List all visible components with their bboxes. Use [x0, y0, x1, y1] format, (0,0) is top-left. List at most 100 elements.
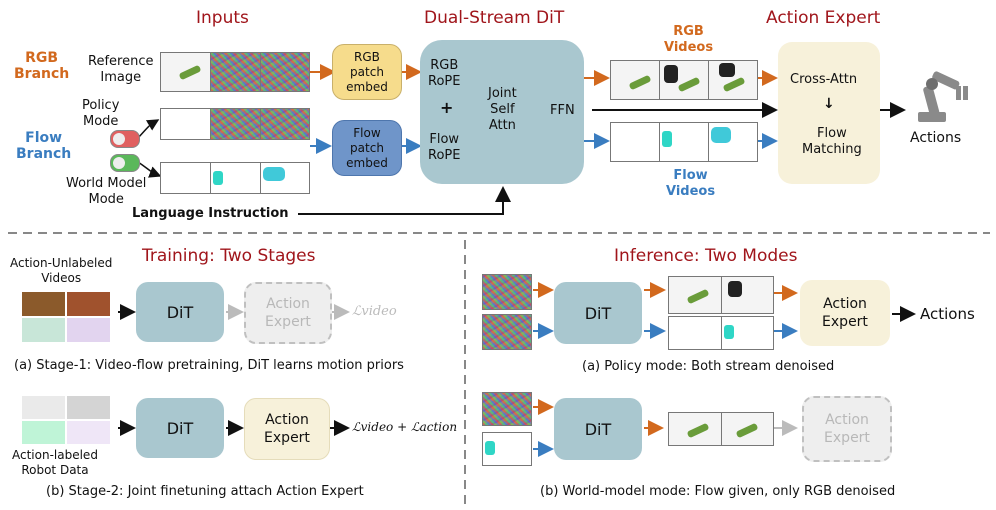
video-thumb — [22, 396, 65, 419]
flow-videos-label: Flow Videos — [666, 168, 716, 199]
flow-video-frame — [722, 317, 773, 349]
training-dit-stage2: DiT — [136, 398, 224, 458]
arrow-language-to-dit — [298, 186, 511, 215]
noise-frame — [211, 53, 261, 91]
world-rgb-noise — [482, 392, 532, 426]
rgb-videos-label: RGB Videos — [664, 24, 714, 55]
flow-blob — [661, 131, 672, 147]
loss-video-action-stage2: ℒvideo + ℒaction — [352, 420, 458, 434]
policy-flow-output-frames — [668, 316, 774, 350]
title-action-expert: Action Expert — [766, 8, 881, 28]
world-rgb-output-frames — [668, 412, 774, 446]
world-model-mode-label: World Model Mode — [66, 176, 147, 207]
toggle-knob — [113, 157, 125, 169]
title-inference: Inference: Two Modes — [614, 246, 798, 266]
down-arrow: ↓ — [823, 96, 835, 112]
loss-video-stage1: ℒvideo — [352, 304, 397, 319]
flow-blob — [213, 171, 223, 185]
object-shape — [686, 288, 710, 305]
world-model-mode-toggle[interactable] — [110, 154, 140, 172]
rgb-video-frame — [669, 413, 722, 445]
arrow-world-toggle — [137, 161, 162, 178]
policy-mode-toggle[interactable] — [110, 130, 140, 148]
plus-sign: + — [440, 98, 454, 117]
video-thumb — [22, 292, 65, 316]
inference-flow-noise — [482, 314, 532, 350]
flow-video-frame — [709, 123, 757, 161]
flow-thumb — [22, 318, 65, 342]
gripper-shape — [719, 63, 736, 77]
inference-dit-policy: DiT — [554, 282, 642, 344]
inference-action-expert-policy: Action Expert — [800, 280, 890, 346]
title-inputs: Inputs — [196, 8, 249, 28]
stage2-caption: (b) Stage-2: Joint finetuning attach Act… — [46, 484, 364, 499]
blank-frame — [161, 163, 211, 193]
flow-blob — [724, 325, 734, 339]
flow-video-frame — [611, 123, 660, 161]
flow-patch-embed: Flow patch embed — [332, 120, 402, 176]
blank-frame — [161, 109, 211, 139]
video-thumb — [67, 292, 110, 316]
toggle-knob — [113, 133, 125, 145]
noise-frame — [211, 109, 261, 139]
rgb-video-frame — [611, 61, 660, 99]
flow-rope-label: Flow RoPE — [428, 132, 461, 163]
rgb-video-frames — [610, 60, 758, 100]
training-dit-stage1: DiT — [136, 282, 224, 342]
language-instruction-label: Language Instruction — [132, 206, 289, 221]
rgb-input-frames — [160, 52, 310, 92]
flow-video-frame — [660, 123, 710, 161]
flow-thumb — [22, 421, 65, 444]
rgb-video-frame — [659, 61, 710, 99]
rgb-branch-label: RGB Branch — [14, 50, 70, 82]
inference-dit-world: DiT — [554, 398, 642, 460]
rgb-rope-label: RGB RoPE — [428, 58, 461, 89]
rgb-video-frame — [709, 61, 757, 99]
reference-image-frame — [161, 53, 211, 91]
rgb-video-frame — [722, 277, 773, 313]
flow-frame — [261, 163, 309, 193]
flow-matching-label: Flow Matching — [802, 126, 862, 157]
gripper-shape — [663, 65, 678, 83]
training-action-expert-stage1: Action Expert — [244, 282, 332, 344]
object-shape — [686, 422, 710, 439]
rgb-patch-embed: RGB patch embed — [332, 44, 402, 100]
noise-frame — [261, 109, 309, 139]
noise-frame — [261, 53, 309, 91]
flow-policy-frames — [160, 108, 310, 140]
actions-label: Actions — [910, 130, 962, 146]
inference-action-expert-world: Action Expert — [802, 396, 892, 462]
cross-attn-label: Cross-Attn — [790, 72, 858, 87]
inference-rgb-noise — [482, 274, 532, 310]
stage1-caption: (a) Stage-1: Video-flow pretraining, DiT… — [14, 358, 404, 373]
training-action-expert-stage2: Action Expert — [244, 398, 330, 460]
policy-mode-label: Policy Mode — [82, 98, 120, 129]
flow-blob — [711, 127, 732, 143]
ffn-label: FFN — [550, 103, 575, 118]
video-thumb — [67, 396, 110, 419]
unlabeled-videos-label: Action-Unlabeled Videos — [10, 256, 113, 285]
title-dual-stream-dit: Dual-Stream DiT — [424, 8, 565, 28]
inference-actions-label: Actions — [920, 305, 975, 323]
rgb-video-frame — [669, 277, 722, 313]
rgb-video-frame — [722, 413, 773, 445]
gripper-shape — [728, 281, 742, 297]
world-mode-caption: (b) World-model mode: Flow given, only R… — [540, 484, 896, 499]
flow-thumb — [67, 318, 110, 342]
action-expert-block — [778, 42, 880, 184]
policy-rgb-output-frames — [668, 276, 774, 314]
title-training: Training: Two Stages — [142, 246, 316, 266]
flow-video-frames — [610, 122, 758, 162]
flow-branch-label: Flow Branch — [16, 130, 72, 162]
flow-thumb — [67, 421, 110, 444]
robot-data-label: Action-labeled Robot Data — [12, 448, 98, 477]
arrow-policy-toggle — [137, 119, 160, 139]
joint-self-attn-label: Joint Self Attn — [488, 86, 517, 133]
policy-mode-caption: (a) Policy mode: Both stream denoised — [582, 359, 835, 374]
flow-world-frames — [160, 162, 310, 194]
world-flow-given — [482, 432, 532, 466]
object-shape — [735, 422, 759, 439]
reference-image-label: Reference Image — [88, 54, 154, 85]
